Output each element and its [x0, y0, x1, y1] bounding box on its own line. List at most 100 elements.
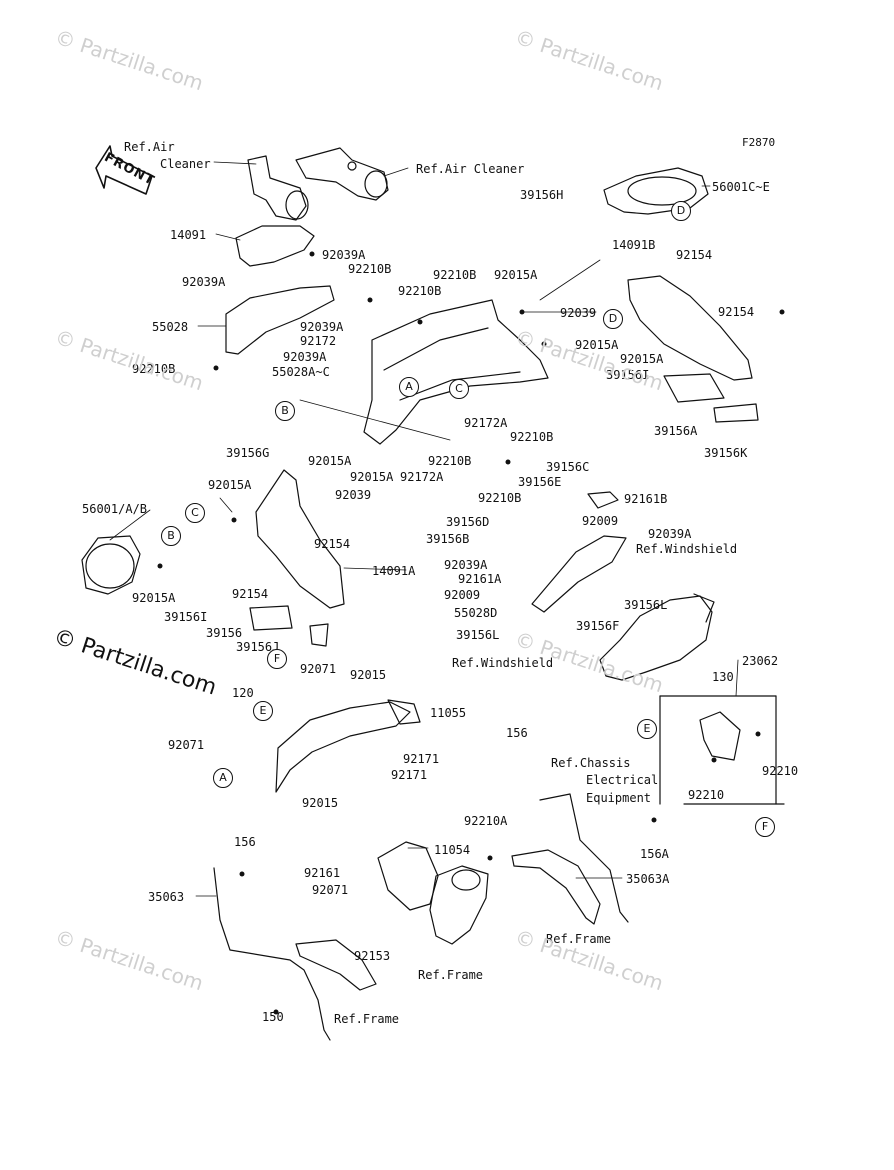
part-label: 14091	[170, 228, 207, 242]
diagram-code: F2870	[742, 136, 776, 149]
part-label: 92210B	[398, 284, 442, 298]
part-label: 35063	[148, 890, 185, 904]
callout-e: E	[253, 701, 273, 721]
callout-e: E	[637, 719, 657, 739]
part-label: 39156A	[654, 424, 698, 438]
part-label: 14091B	[612, 238, 656, 252]
part-label: 156	[506, 726, 528, 740]
part-label: 92039A	[300, 320, 344, 334]
part-label: 11054	[434, 843, 471, 857]
stay-11054	[377, 841, 439, 911]
part-label: 39156I	[606, 368, 650, 382]
part-label: 92039A	[444, 558, 488, 572]
part-label: 92172	[300, 334, 337, 348]
part-label: 92153	[354, 949, 391, 963]
part-label: 92210	[688, 788, 725, 802]
part-label: 150	[262, 1010, 284, 1024]
inner-panel-14091	[235, 225, 315, 267]
part-label: 23062	[742, 654, 779, 668]
part-label: 92210B	[510, 430, 554, 444]
part-label: 92210A	[464, 814, 508, 828]
part-label: 92171	[391, 768, 428, 782]
part-label: Ref.Frame	[334, 1012, 400, 1026]
part-label: 120	[232, 686, 254, 700]
callout-d: D	[603, 309, 623, 329]
callout-d: D	[671, 201, 691, 221]
part-label: Ref.Air	[124, 140, 175, 154]
part-label: Ref.Air Cleaner	[416, 162, 525, 176]
right-panel-14091B	[627, 275, 753, 381]
center-cowl-55028A	[363, 299, 549, 445]
part-label: 35063A	[626, 872, 670, 886]
part-label: 55028	[152, 320, 189, 334]
part-label: 92039A	[648, 527, 692, 541]
part-label: 39156L	[456, 628, 500, 642]
callout-b: B	[161, 526, 181, 546]
part-label: 55028D	[454, 606, 498, 620]
part-label: 39156I	[164, 610, 208, 624]
callout-f: F	[267, 649, 287, 669]
part-label: 39156	[206, 626, 243, 640]
part-label: 92039A	[322, 248, 366, 262]
part-label: 92161A	[458, 572, 502, 586]
callout-a: A	[399, 377, 419, 397]
part-label: 56001/A/B	[82, 502, 148, 516]
part-label: 92210B	[348, 262, 392, 276]
part-label: 39156K	[704, 446, 748, 460]
part-label: 92172A	[464, 416, 508, 430]
part-label: 92210B	[428, 454, 472, 468]
windshield-bracket	[599, 595, 713, 681]
trim-55028D	[531, 535, 627, 613]
part-label: 92210B	[433, 268, 477, 282]
part-label: 39156B	[426, 532, 470, 546]
part-label: 92210	[762, 764, 799, 778]
stay-120	[275, 701, 411, 793]
frame-casting	[429, 865, 489, 945]
part-label: 92015	[350, 668, 387, 682]
part-label: Ref.Chassis	[551, 756, 631, 770]
part-label: Ref.Windshield	[452, 656, 554, 670]
bracket-35063A	[511, 849, 601, 925]
part-label: 92071	[300, 662, 337, 676]
part-label: 39156G	[226, 446, 270, 460]
part-label: Cleaner	[160, 157, 211, 171]
part-label: Ref.Frame	[546, 932, 612, 946]
stay-35063	[213, 867, 331, 1041]
part-label: 92015A	[132, 591, 176, 605]
part-label: 92210B	[478, 491, 522, 505]
part-label: 92154	[232, 587, 269, 601]
part-label: 92015A	[308, 454, 352, 468]
part-label: 39156H	[520, 188, 564, 202]
part-label: 39156C	[546, 460, 590, 474]
part-label: 92171	[403, 752, 440, 766]
part-label: Equipment	[586, 791, 652, 805]
part-label: 92154	[314, 537, 351, 551]
callout-a: A	[213, 768, 233, 788]
part-label: 92172A	[400, 470, 444, 484]
part-label: Ref.Frame	[418, 968, 484, 982]
callout-c: C	[449, 379, 469, 399]
part-label: 92154	[676, 248, 713, 262]
part-label: 92154	[718, 305, 755, 319]
part-label: 92015A	[350, 470, 394, 484]
part-label: 39156D	[446, 515, 490, 529]
part-label: 92009	[582, 514, 619, 528]
air-duct-left	[247, 155, 307, 221]
part-label: 156A	[640, 847, 669, 861]
part-label: 11055	[430, 706, 467, 720]
part-label: 92039A	[283, 350, 327, 364]
part-label: 92039	[560, 306, 597, 320]
part-label: 92039	[335, 488, 372, 502]
part-label: 39156J	[236, 640, 280, 654]
left-mirror	[81, 535, 141, 595]
callout-b: B	[275, 401, 295, 421]
part-label: 92015A	[208, 478, 252, 492]
part-label: Electrical	[586, 773, 659, 787]
part-label: Ref.Windshield	[636, 542, 738, 556]
callout-c: C	[185, 503, 205, 523]
left-panel-14091A	[255, 469, 345, 609]
callout-f: F	[755, 817, 775, 837]
part-label: 92015A	[494, 268, 538, 282]
